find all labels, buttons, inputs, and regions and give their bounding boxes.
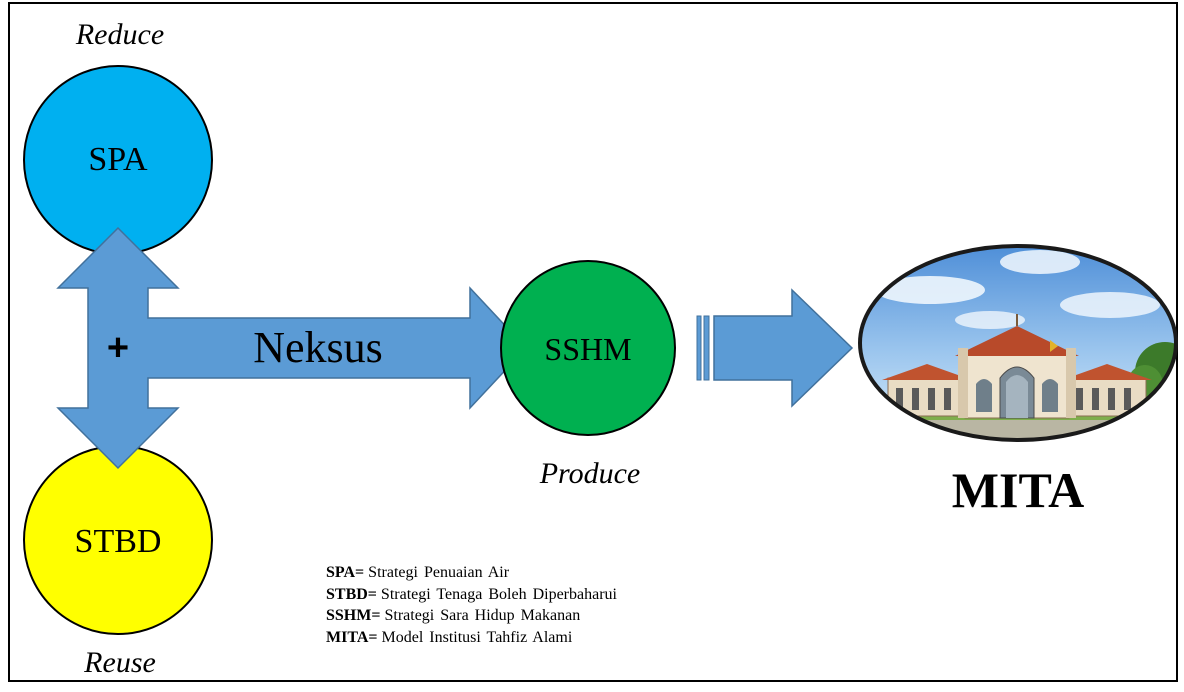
legend-abbr: SPA bbox=[326, 564, 356, 581]
legend-equals: = bbox=[355, 564, 365, 581]
sshm-label: SSHM bbox=[544, 331, 631, 367]
sshm-caption: Produce bbox=[539, 457, 641, 490]
legend-definition: Strategi Penuaian Air bbox=[368, 564, 510, 581]
mita-label: MITA bbox=[952, 462, 1084, 518]
plus-sign: + bbox=[107, 327, 129, 369]
nexus-arrow-connector bbox=[56, 226, 528, 470]
legend-abbr: MITA bbox=[326, 628, 369, 646]
legend-item: MITA= Model Institusi Tahfiz Alami bbox=[326, 627, 617, 649]
spa-caption: Reduce bbox=[75, 18, 164, 51]
legend-equals: = bbox=[371, 607, 381, 624]
legend-abbr: SSHM bbox=[326, 607, 372, 624]
legend-definition: Model Institusi Tahfiz Alami bbox=[381, 628, 573, 646]
legend-item: SSHM= Strategi Sara Hidup Makanan bbox=[326, 605, 617, 627]
stbd-label: STBD bbox=[75, 523, 162, 560]
striped-arrow bbox=[696, 288, 854, 408]
legend-definition: Strategi Sara Hidup Makanan bbox=[384, 607, 581, 624]
legend-abbr: STBD bbox=[326, 585, 368, 603]
legend-item: STBD= Strategi Tenaga Boleh Diperbaharui bbox=[326, 584, 617, 606]
stbd-caption: Reuse bbox=[83, 646, 156, 679]
legend-item: SPA= Strategi Penuaian Air bbox=[326, 562, 617, 584]
legend-equals: = bbox=[367, 585, 377, 603]
spa-label: SPA bbox=[88, 141, 148, 178]
sshm-circle bbox=[500, 260, 676, 436]
legend-equals: = bbox=[368, 628, 378, 646]
legend-definition: Strategi Tenaga Boleh Diperbaharui bbox=[380, 585, 617, 603]
mosque-building-icon bbox=[858, 244, 1178, 442]
nexus-label: Neksus bbox=[253, 323, 383, 372]
legend: SPA= Strategi Penuaian Air STBD= Strateg… bbox=[326, 562, 617, 648]
